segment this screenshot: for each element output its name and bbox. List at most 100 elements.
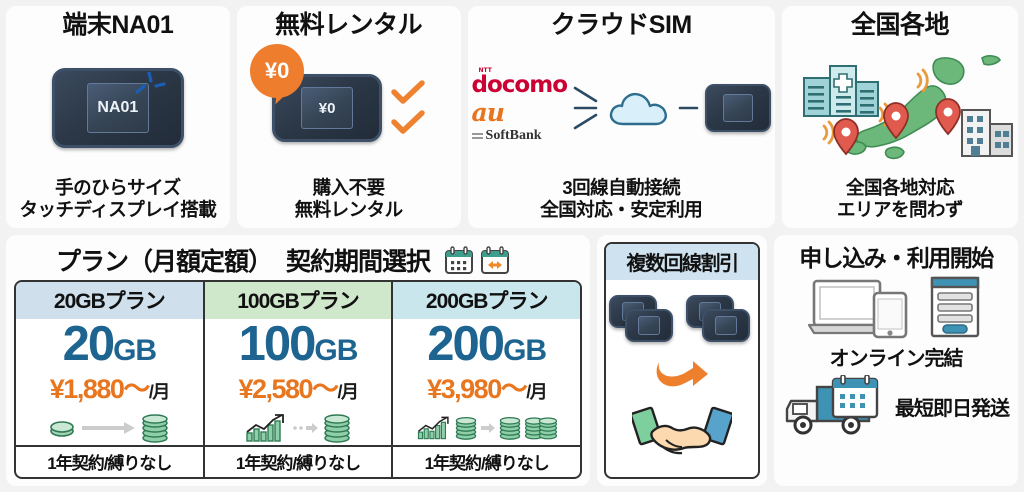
wifi-router-icon — [701, 308, 750, 342]
coin-small-icon — [50, 421, 75, 437]
plan-card-20gb[interactable]: 20GBプラン 20GB ¥1,880〜/月 — [16, 282, 203, 477]
plan-price-per: /月 — [337, 381, 360, 402]
feature-title: 端末NA01 — [62, 11, 174, 39]
feature-caption: 手のひらサイズ タッチディスプレイ搭載 — [20, 177, 217, 224]
softbank-logo-icon: SoftBank — [471, 128, 542, 144]
softbank-label: SoftBank — [485, 128, 542, 144]
wifi-router-icon: ¥0 — [272, 74, 383, 143]
coin-stack-icon — [142, 414, 169, 443]
coin-stack-icon — [324, 414, 350, 443]
plan-price: ¥1,880〜/月 — [49, 373, 171, 404]
office-building-icon — [961, 109, 1013, 158]
wifi-router-icon — [705, 84, 771, 133]
coin-stack-icon — [455, 416, 476, 440]
caption-line: 3回線自動接続 — [562, 176, 681, 198]
router-pair-icon — [685, 294, 756, 345]
plan-note: 1年契約/縛りなし — [204, 445, 392, 477]
checkmark-group — [391, 80, 425, 136]
delivery-truck-icon — [785, 375, 879, 435]
feature-card-nationwide: 全国各地 — [782, 6, 1018, 228]
arrow-right-icon — [82, 421, 136, 434]
plan-price-value: ¥3,980〜 — [427, 373, 528, 404]
growth-chart-icon — [417, 416, 449, 440]
signup-panel: 申し込み・利用開始 — [774, 235, 1018, 486]
smartphone-icon — [872, 291, 908, 339]
plan-amount: 100GB — [239, 320, 359, 369]
plan-amount-value: 100 — [238, 317, 317, 371]
calendar-icon — [831, 375, 879, 419]
web-form-icon — [930, 276, 980, 338]
plans-header: プラン（月額定額） 契約期間選択 — [14, 240, 582, 280]
plan-amount-value: 200 — [427, 317, 505, 371]
docomo-superscript: NTT — [478, 67, 492, 75]
cloud-icon — [609, 93, 667, 126]
feature-art — [786, 40, 1014, 177]
bottom-row: プラン（月額定額） 契約期間選択 — [6, 235, 1018, 486]
check-icon — [391, 110, 425, 134]
plan-price: ¥3,980〜/月 — [427, 373, 548, 404]
plans-title: プラン（月額定額） — [56, 248, 273, 276]
router-screen — [723, 94, 753, 123]
plan-note: 1年契約/縛りなし — [393, 445, 580, 477]
router-pair-icon — [608, 294, 679, 345]
carrier-logo-group: NTT docomo au SoftBank — [471, 67, 568, 144]
multi-line-header: 複数回線割引 — [606, 244, 758, 280]
connector-lines-icon — [573, 86, 598, 130]
hospital-icon — [803, 65, 879, 118]
sparkle-icon — [135, 72, 166, 94]
feature-art: ¥0 ¥0 — [241, 40, 457, 177]
router-pair-group — [608, 294, 756, 345]
plan-card-group: 20GBプラン 20GB ¥1,880〜/月 — [14, 280, 582, 479]
plan-icon-row — [244, 411, 352, 445]
feature-card-cloud-sim: クラウドSIM NTT docomo au SoftBank — [467, 6, 775, 228]
multi-line-discount-panel: 複数回線割引 — [597, 235, 767, 486]
plan-price-per: /月 — [148, 381, 171, 402]
plan-header: 200GBプラン — [393, 282, 580, 319]
connector-line-icon — [678, 106, 699, 110]
feature-title: 無料レンタル — [275, 11, 423, 39]
feature-card-free-rental: 無料レンタル ¥0 ¥0 — [236, 6, 461, 228]
plan-body: 100GB ¥2,580〜/月 — [205, 319, 392, 445]
plan-amount: 20GB — [63, 320, 158, 369]
feature-title: 全国各地 — [850, 11, 950, 39]
plans-panel: プラン（月額定額） 契約期間選択 — [6, 235, 590, 486]
signup-art — [808, 275, 984, 341]
shipping-row: 最短即日発送 — [783, 375, 1010, 437]
calendar-grid-icon — [445, 245, 474, 274]
plan-amount: 200GB — [427, 320, 547, 369]
shipping-caption: 最短即日発送 — [895, 397, 1010, 420]
calendar-range-icon — [481, 245, 510, 274]
caption-line: エリアを問わず — [836, 199, 964, 221]
feature-row: 端末NA01 NA01 手のひらサイズ — [6, 6, 1018, 228]
wifi-router-icon: NA01 — [51, 68, 184, 149]
caption-line: 全国対応・安定利用 — [540, 199, 703, 221]
multi-line-box[interactable]: 複数回線割引 — [604, 242, 760, 479]
plan-amount-value: 20 — [62, 317, 115, 371]
router-screen — [714, 315, 737, 335]
map-pin-icon — [833, 98, 961, 156]
plan-card-100gb[interactable]: 100GBプラン 100GB ¥2,580〜/月 — [202, 282, 392, 477]
caption-line: 無料レンタル — [294, 199, 404, 221]
feature-title: クラウドSIM — [550, 11, 692, 39]
coin-stack-double-icon — [524, 417, 557, 440]
japan-map-icon — [803, 55, 1013, 160]
plan-price-per: /月 — [526, 381, 548, 402]
arrow-right-icon — [480, 422, 495, 433]
plan-body: 200GB ¥3,980〜/月 — [393, 319, 580, 445]
plan-icon-row — [48, 411, 170, 445]
feature-caption: 3回線自動接続 全国対応・安定利用 — [540, 176, 703, 224]
au-logo-icon: au — [471, 98, 505, 128]
zero-yen-bubble: ¥0 — [250, 44, 305, 99]
plan-price: ¥2,580〜/月 — [238, 375, 360, 403]
feature-card-device: 端末NA01 NA01 手のひらサイズ — [6, 6, 230, 228]
softbank-bars-icon — [471, 133, 483, 140]
check-icon — [391, 80, 425, 104]
caption-line: タッチディスプレイ搭載 — [19, 199, 217, 221]
calendar-icon-group — [444, 245, 510, 275]
plan-card-200gb[interactable]: 200GBプラン 200GB ¥3,980〜/月 — [391, 282, 580, 477]
plan-price-value: ¥1,880〜 — [49, 373, 151, 404]
plan-amount-unit: GB — [314, 334, 358, 367]
arrow-right-icon — [293, 422, 318, 433]
caption-line: 手のひらサイズ — [55, 176, 181, 198]
